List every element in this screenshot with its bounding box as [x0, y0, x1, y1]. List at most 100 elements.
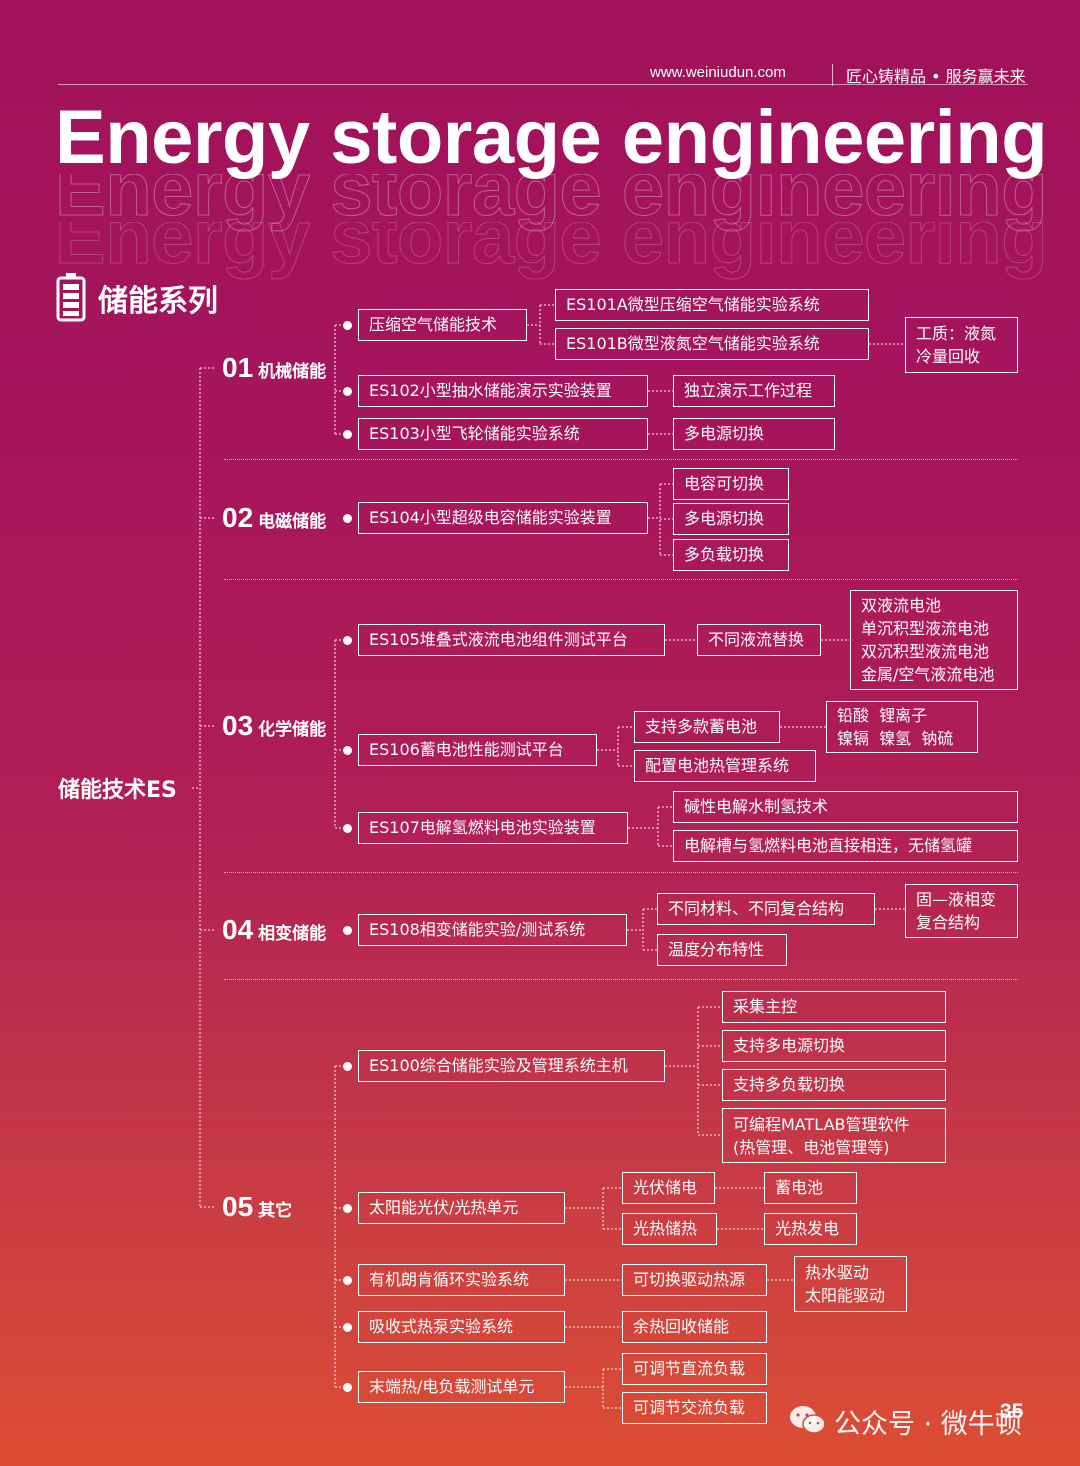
node-dc-load: 可调节直流负载: [622, 1353, 767, 1385]
section-label: 机械储能: [258, 362, 327, 382]
node-es106: ES106蓄电池性能测试平台: [358, 734, 597, 766]
section-02-heading: 02 电磁储能: [222, 502, 327, 533]
node-line: 镍镉 镍氢 钠硫: [837, 729, 954, 748]
node-es108: ES108相变储能实验/测试系统: [358, 914, 627, 946]
title-echo-1: Energy storage engineering: [55, 147, 1048, 233]
wechat-icon: [788, 1403, 828, 1441]
node-absorption-heat-pump: 吸收式热泵实验系统: [358, 1311, 565, 1343]
node-es104: ES104小型超级电容储能实验装置: [358, 502, 648, 534]
section-label: 化学储能: [258, 720, 327, 740]
header-divider: [832, 64, 833, 86]
bullet: [343, 321, 352, 330]
bullet: [343, 1383, 352, 1392]
watermark: 公众号 · 微牛顿: [834, 1409, 1022, 1440]
node-battery-chemistries: 铅酸 锂离子 镍镉 镍氢 钠硫: [826, 701, 978, 753]
node-line: 铅酸 锂离子: [837, 706, 928, 725]
node-line: 双液流电池: [861, 596, 942, 615]
bullet: [343, 1204, 352, 1213]
node-line: 复合结构: [916, 913, 981, 932]
title-echo-2: Energy storage engineering: [55, 195, 1048, 281]
node-line: 太阳能驱动: [805, 1286, 886, 1305]
section-number: 04: [222, 914, 254, 945]
section-number: 02: [222, 502, 254, 533]
node-temperature-distribution: 温度分布特性: [657, 934, 787, 966]
node-es105: ES105堆叠式液流电池组件测试平台: [358, 624, 665, 656]
node-line: 可编程MATLAB管理软件: [733, 1114, 910, 1134]
header-url[interactable]: www.weiniudun.com: [650, 64, 786, 81]
node-compressed-air: 压缩空气储能技术: [358, 309, 527, 341]
root-label: 储能技术ES: [58, 778, 177, 803]
bullet: [343, 824, 352, 833]
node-demo-process: 独立演示工作过程: [673, 375, 835, 407]
node-battery: 蓄电池: [764, 1172, 857, 1204]
node-line: 冷量回收: [916, 347, 981, 366]
page-number: 35: [1000, 1400, 1024, 1423]
node-multi-battery: 支持多款蓄电池: [634, 711, 780, 743]
section-label: 相变储能: [258, 924, 327, 944]
section-divider: [224, 872, 1018, 873]
node-orc-system: 有机朗肯循环实验系统: [358, 1264, 565, 1296]
section-number: 03: [222, 710, 254, 741]
node-acquisition-control: 采集主控: [722, 991, 946, 1023]
section-03-heading: 03 化学储能: [222, 710, 327, 741]
bullet: [343, 1276, 352, 1285]
bullet: [343, 1062, 352, 1071]
node-line: 固—液相变: [916, 890, 997, 909]
section-divider: [224, 979, 1018, 980]
node-multi-load: 支持多负载切换: [722, 1069, 946, 1101]
node-es101b: ES101B微型液氮空气储能实验系统: [555, 328, 869, 360]
page-title: Energy storage engineering: [55, 95, 1048, 180]
node-ac-load: 可调节交流负载: [622, 1392, 767, 1424]
node-electrolyzer-direct: 电解槽与氢燃料电池直接相连，无储氢罐: [673, 830, 1018, 862]
section-number: 01: [222, 352, 254, 383]
node-es102: ES102小型抽水储能演示实验装置: [358, 375, 648, 407]
node-terminal-load-unit: 末端热/电负载测试单元: [358, 1371, 565, 1403]
bullet: [343, 1323, 352, 1332]
node-materials-structures: 不同材料、不同复合结构: [657, 893, 875, 925]
node-waste-heat-recovery: 余热回收储能: [622, 1311, 767, 1343]
node-switchable-heat-source: 可切换驱动热源: [622, 1264, 767, 1296]
node-multi-power: 多电源切换: [673, 418, 835, 450]
node-pv-storage: 光伏储电: [622, 1172, 715, 1204]
bullet: [343, 636, 352, 645]
header-slogan: 匠心铸精品 • 服务赢未来: [846, 67, 1026, 86]
section-divider: [224, 459, 1018, 460]
node-working-medium: 工质：液氮 冷量回收: [905, 317, 1018, 373]
node-es100: ES100综合储能实验及管理系统主机: [358, 1050, 665, 1082]
node-es103: ES103小型飞轮储能实验系统: [358, 418, 648, 450]
node-capacitor-switch: 电容可切换: [673, 468, 789, 500]
section-label: 电磁储能: [258, 512, 327, 532]
node-line: (热管理、电池管理等): [733, 1137, 890, 1157]
node-line: 金属/空气液流电池: [861, 665, 995, 684]
node-multi-power: 多电源切换: [673, 503, 789, 535]
bullet: [343, 514, 352, 523]
section-number: 05: [222, 1191, 254, 1222]
node-phase-change-types: 固—液相变 复合结构: [905, 884, 1018, 938]
section-05-heading: 05 其它: [222, 1191, 293, 1222]
node-line: 单沉积型液流电池: [861, 619, 990, 638]
node-flow-battery-types: 双液流电池 单沉积型液流电池 双沉积型液流电池 金属/空气液流电池: [850, 590, 1018, 690]
section-01-heading: 01 机械储能: [222, 352, 327, 383]
section-divider: [224, 579, 1018, 580]
node-es107: ES107电解氢燃料电池实验装置: [358, 812, 628, 844]
bullet: [343, 387, 352, 396]
series-title: 储能系列: [98, 284, 218, 319]
node-es101a: ES101A微型压缩空气储能实验系统: [555, 289, 869, 321]
node-line: 双沉积型液流电池: [861, 642, 990, 661]
node-drive-types: 热水驱动 太阳能驱动: [794, 1256, 907, 1312]
node-solar-unit: 太阳能光伏/光热单元: [358, 1192, 565, 1224]
bullet: [343, 430, 352, 439]
node-line: 热水驱动: [805, 1263, 870, 1282]
battery-icon: [56, 272, 86, 326]
node-thermal-power: 光热发电: [764, 1213, 857, 1245]
bullet: [343, 746, 352, 755]
node-thermal-mgmt: 配置电池热管理系统: [634, 750, 816, 782]
node-matlab-software: 可编程MATLAB管理软件 (热管理、电池管理等): [722, 1108, 946, 1163]
header-rule: [58, 84, 1028, 85]
section-label: 其它: [258, 1201, 293, 1221]
node-thermal-storage: 光热储热: [622, 1213, 717, 1245]
node-line: 工质：液氮: [916, 324, 997, 343]
node-multi-power: 支持多电源切换: [722, 1030, 946, 1062]
section-04-heading: 04 相变储能: [222, 914, 327, 945]
